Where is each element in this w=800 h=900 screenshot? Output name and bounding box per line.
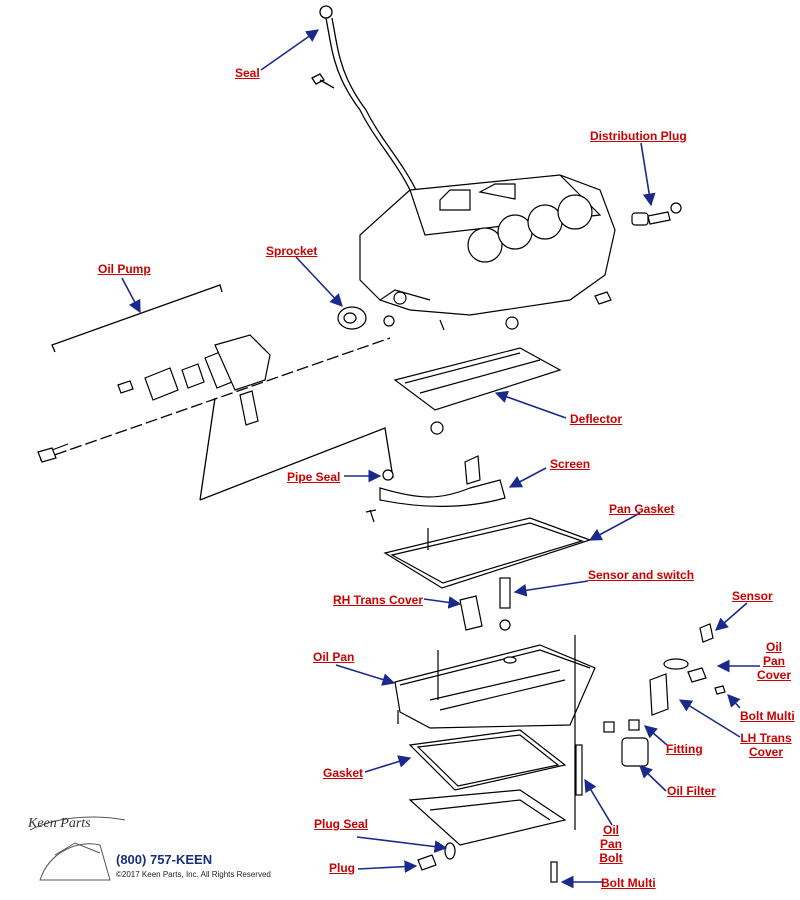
label-distribution-plug[interactable]: Distribution Plug (590, 129, 687, 143)
label-oil-pan-cover[interactable]: Oil Pan Cover (756, 640, 792, 682)
oil-filter-drawing (603, 719, 649, 767)
label-screen[interactable]: Screen (550, 457, 591, 471)
oil-pump-bracket (39, 284, 394, 501)
label-seal[interactable]: Seal (235, 66, 260, 80)
label-plug-seal[interactable]: Plug Seal (314, 817, 369, 831)
label-oil-pan-cover-line1: Oil (765, 640, 782, 654)
label-sensor-and-switch[interactable]: Sensor and switch (588, 568, 695, 582)
sprocket-drawing (337, 306, 367, 330)
label-oil-pan-bolt[interactable]: Oil Pan Bolt (596, 823, 626, 865)
screen-drawing (365, 455, 506, 523)
keen-parts-logo (29, 816, 126, 881)
label-lh-trans-cover[interactable]: LH Trans Cover (738, 731, 794, 759)
engine-block-drawing (359, 174, 616, 331)
label-oil-filter[interactable]: Oil Filter (667, 784, 716, 798)
label-lh-trans-cover-line1: LH Trans (740, 731, 792, 745)
label-oil-pan-bolt-line1: Oil (602, 823, 619, 837)
label-oil-pan-bolt-line2: Pan (599, 837, 622, 851)
lower-gasket-drawing (408, 729, 567, 846)
label-pan-gasket[interactable]: Pan Gasket (609, 502, 675, 516)
sensor-switch-drawing (459, 577, 511, 631)
label-lh-trans-cover-line2: Cover (748, 745, 783, 759)
label-oil-pan-cover-line3: Cover (756, 668, 791, 682)
label-fitting[interactable]: Fitting (666, 742, 703, 756)
oil-pan-drawing (394, 635, 596, 830)
label-pipe-seal[interactable]: Pipe Seal (287, 470, 341, 484)
label-rh-trans-cover[interactable]: RH Trans Cover (333, 593, 424, 607)
phone-number[interactable]: (800) 757-KEEN (116, 852, 213, 867)
right-side-parts-drawing (649, 623, 726, 716)
label-sprocket[interactable]: Sprocket (266, 244, 318, 258)
label-plug[interactable]: Plug (329, 861, 355, 875)
label-deflector[interactable]: Deflector (570, 412, 623, 426)
label-oil-pan-bolt-line3: Bolt (599, 851, 623, 865)
label-gasket[interactable]: Gasket (323, 766, 364, 780)
copyright-text: ©2017 Keen Parts, Inc. All Rights Reserv… (116, 870, 271, 879)
oil-pump-drawing (37, 334, 271, 463)
label-oil-pump[interactable]: Oil Pump (98, 262, 151, 276)
logo-wordmark: Keen Parts (28, 816, 91, 831)
label-arrows (121, 29, 760, 889)
distribution-plug-drawing (631, 202, 682, 226)
label-oil-pan-cover-line2: Pan (762, 654, 785, 668)
pan-gasket-drawing (383, 517, 592, 589)
dipstick-tube-drawing (311, 5, 417, 191)
label-bolt-multi-right[interactable]: Bolt Multi (740, 709, 795, 723)
label-sensor[interactable]: Sensor (732, 589, 773, 603)
deflector-drawing (393, 347, 562, 435)
label-bolt-multi-bottom[interactable]: Bolt Multi (601, 876, 656, 890)
label-oil-pan[interactable]: Oil Pan (313, 650, 355, 664)
plug-drawing (417, 744, 583, 883)
